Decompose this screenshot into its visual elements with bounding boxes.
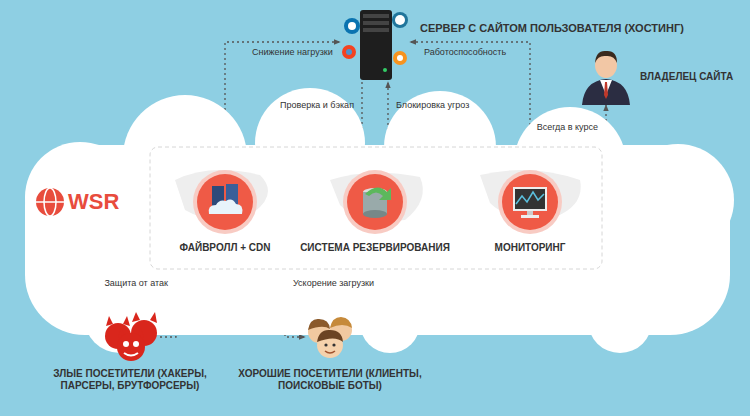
edge-label: Блокировка угроз xyxy=(394,100,471,111)
visitor-node: ЗЛЫЕ ПОСЕТИТЕЛИ (ХАКЕРЫ, ПАРСЕРЫ, БРУТФО… xyxy=(35,312,225,398)
service-circle xyxy=(502,174,558,230)
visitor-node: ХОРОШИЕ ПОСЕТИТЕЛИ (КЛИЕНТЫ, ПОИСКОВЫЕ Б… xyxy=(235,312,425,398)
edge-label: Защита от атак xyxy=(102,278,170,289)
person-icon xyxy=(578,45,634,105)
service-circle xyxy=(197,174,253,230)
node-label: МОНИТОРИНГ xyxy=(470,242,590,253)
edge-label: Снижение нагрузки xyxy=(250,47,335,58)
server-icon xyxy=(340,8,410,82)
edge-label: Всегда в курсе xyxy=(535,122,600,133)
edge-label: Проверка и бэкап xyxy=(278,100,356,111)
bad-visitors-icon xyxy=(100,312,160,362)
node-label: ВЛАДЕЛЕЦ САЙТА xyxy=(640,71,733,82)
service-circle xyxy=(347,174,403,230)
good-visitors-icon xyxy=(305,312,355,362)
node-label: ФАЙВРОЛЛ + CDN xyxy=(165,242,285,253)
node-label: WSR xyxy=(68,189,119,215)
circle-node: МОНИТОРИНГ xyxy=(470,170,590,260)
node-label: ХОРОШИЕ ПОСЕТИТЕЛИ (КЛИЕНТЫ, ПОИСКОВЫЕ Б… xyxy=(235,368,425,392)
node-label: ЗЛЫЕ ПОСЕТИТЕЛИ (ХАКЕРЫ, ПАРСЕРЫ, БРУТФО… xyxy=(35,368,225,392)
edge-label: Работоспособность xyxy=(422,47,508,58)
node-label: СИСТЕМА РЕЗЕРВИРОВАНИЯ xyxy=(290,242,460,253)
circle-node: ФАЙВРОЛЛ + CDN xyxy=(165,170,285,260)
node-label: СЕРВЕР С САЙТОМ ПОЛЬЗОВАТЕЛЯ (ХОСТИНГ) xyxy=(420,22,684,34)
edge-label: Ускорение загрузки xyxy=(291,278,376,289)
circle-node: СИСТЕМА РЕЗЕРВИРОВАНИЯ xyxy=(290,170,460,260)
